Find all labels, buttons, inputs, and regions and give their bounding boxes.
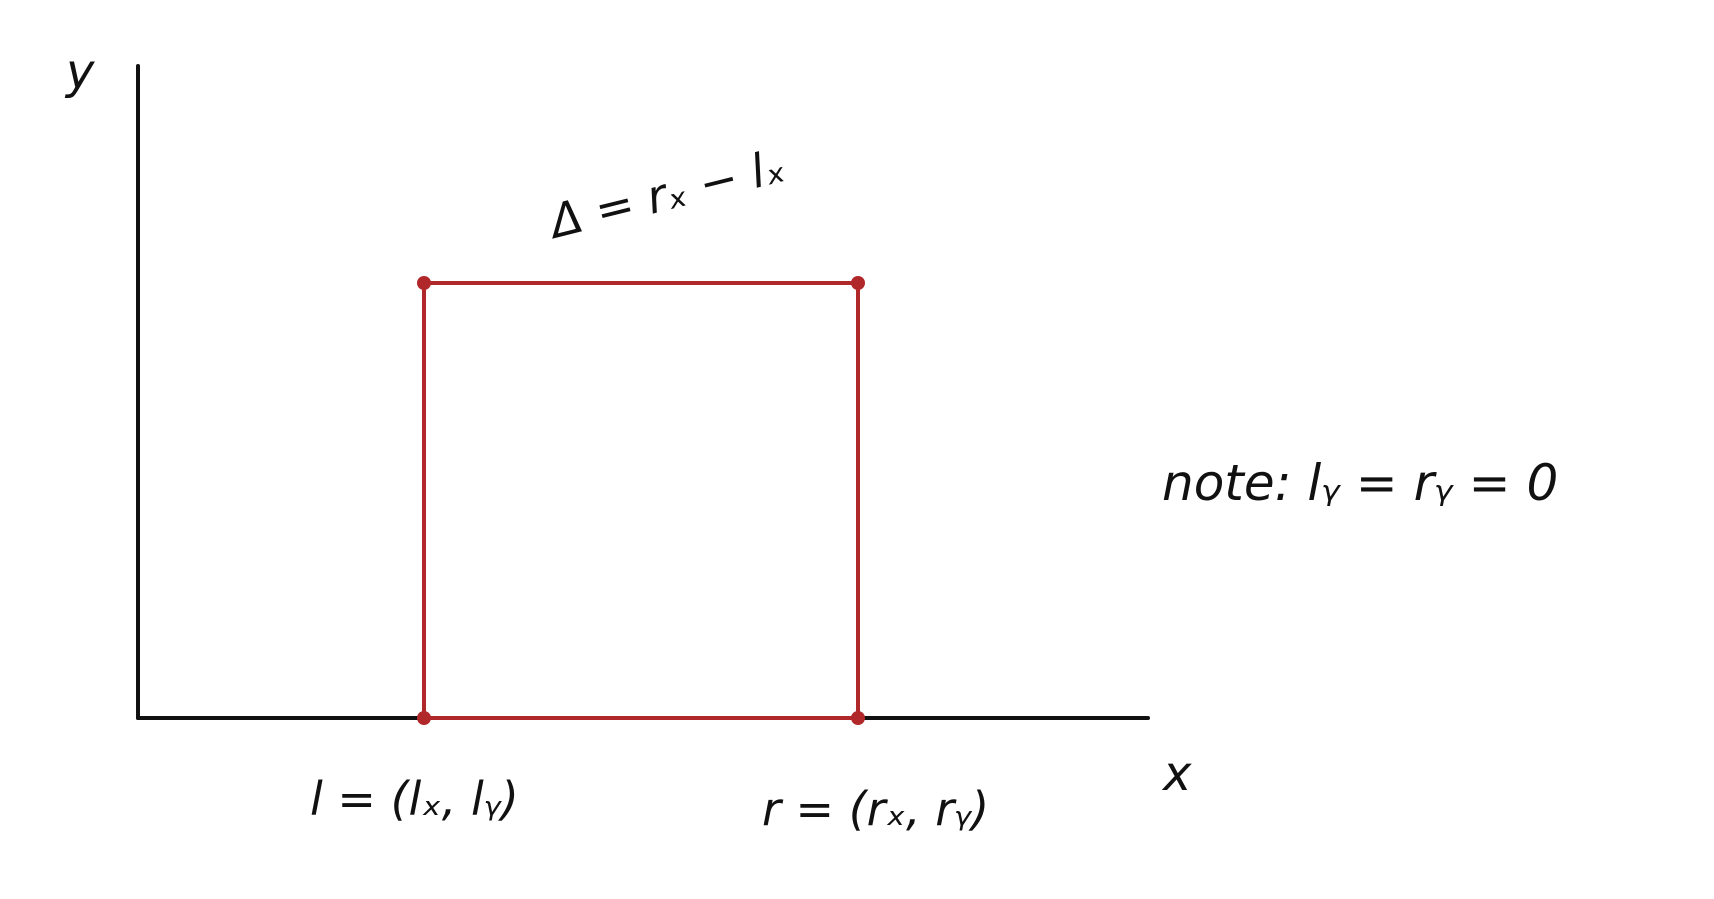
corner-point-r (851, 711, 865, 725)
square (422, 281, 860, 720)
y-axis-label: y (64, 44, 95, 100)
corner-point-top-left (417, 276, 431, 290)
left-point-label: l = (lₓ, lᵧ) (310, 772, 519, 826)
width-equation-label: Δ = rₓ − lₓ (542, 138, 790, 249)
corner-point-top-right (851, 276, 865, 290)
corner-point-l (417, 711, 431, 725)
note-label: note: lᵧ = rᵧ = 0 (1162, 454, 1558, 512)
x-axis-label: x (1161, 746, 1192, 802)
right-point-label: r = (rₓ, rᵧ) (762, 782, 989, 836)
